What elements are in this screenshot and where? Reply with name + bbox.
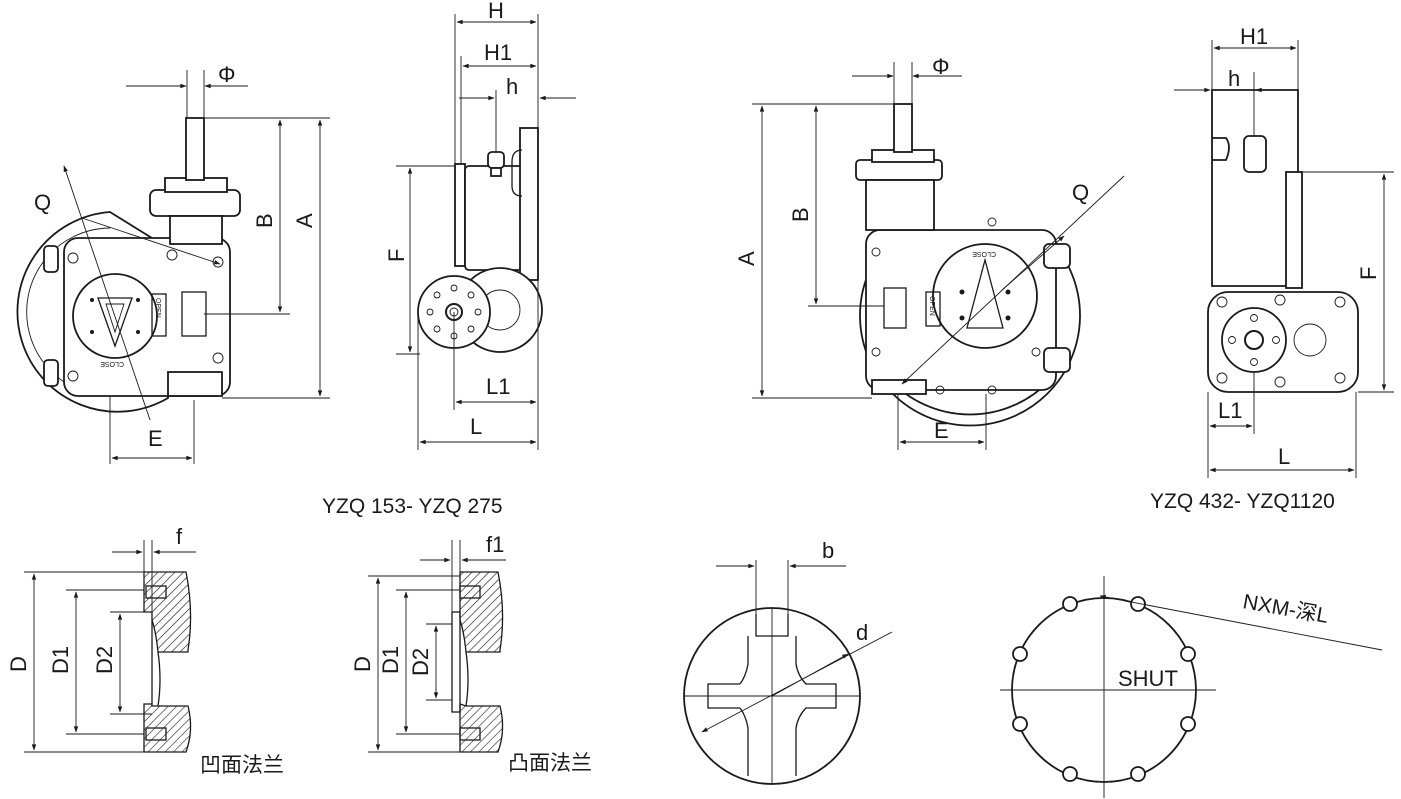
open-plate-large (925, 291, 941, 327)
dim-d2-convex-label: D2 (408, 648, 433, 676)
convex-flange: f1 D D1 D2 (350, 532, 506, 753)
open-plate (151, 293, 167, 337)
dim-e-large-label: E (934, 418, 949, 443)
large-front-view: OPEN CLOSE Φ B A Q E (734, 54, 1125, 450)
dim-f1-flange-label: f1 (486, 532, 504, 557)
dim-b-keyway-label: b (822, 538, 834, 563)
dim-l-label: L (470, 414, 482, 439)
dim-l-large-label: L (1278, 444, 1290, 469)
dim-e-label: E (148, 426, 163, 451)
open-mark-large: OPEN (928, 296, 935, 316)
open-mark: OPEN (154, 298, 161, 318)
large-series-caption: YZQ 432- YZQ1120 (1150, 490, 1335, 513)
keyway-section: b d (683, 538, 893, 785)
small-front-body (16, 117, 241, 413)
dim-d-convex-label: D (350, 656, 375, 672)
small-side-body (417, 127, 543, 353)
dim-d1-concave-label: D1 (48, 646, 73, 674)
dim-f-large-label: F (1356, 267, 1381, 280)
dim-f-flange-label: f (176, 524, 183, 549)
large-side-view: H1 h F L1 L (1174, 24, 1394, 478)
small-side-view: H H1 h F L1 L (384, 0, 576, 450)
large-side-body (1207, 89, 1359, 393)
dim-l1-large-label: L1 (1218, 398, 1242, 423)
close-mark: CLOSE (100, 360, 124, 367)
dim-h-small-large-label: h (1228, 66, 1240, 91)
dim-b-label: B (252, 213, 277, 228)
convex-flange-caption: 凸面法兰 (508, 751, 592, 775)
bolt-holes (1012, 596, 1196, 782)
concave-flange-caption: 凹面法兰 (200, 753, 284, 777)
dim-f-label: F (384, 249, 409, 262)
dim-d1-convex-label: D1 (378, 646, 403, 674)
close-mark-large: CLOSE (972, 250, 996, 257)
dim-q-label: Q (34, 190, 51, 215)
dim-l1-label: L1 (486, 374, 510, 399)
dim-d2-concave-label: D2 (92, 646, 117, 674)
dim-d-keyway-label: d (856, 620, 868, 645)
dim-a-large-label: A (734, 251, 759, 266)
concave-flange: f D D1 D2 (6, 524, 196, 753)
shut-label: SHUT (1118, 666, 1178, 691)
dim-h1-large-label: H1 (1240, 24, 1268, 49)
large-front-body (855, 103, 1081, 427)
dim-h1-label: H1 (484, 40, 512, 65)
dim-phi-large-label: Φ (932, 54, 950, 79)
dim-a-label: A (292, 213, 317, 228)
bolt-circle: SHUT NXM-深L (1000, 576, 1383, 798)
dim-b-large-label: B (788, 207, 813, 222)
dim-d-concave-label: D (6, 656, 31, 672)
small-front-view: OPEN CLOSE Φ B A Q E (16, 62, 330, 464)
thread-spec-label: NXM-深L (1241, 590, 1330, 628)
dim-h-label: H (488, 0, 504, 23)
small-series-caption: YZQ 153- YZQ 275 (322, 495, 503, 518)
dim-q-large-label: Q (1072, 180, 1089, 205)
dim-h-small-label: h (506, 74, 518, 99)
dim-phi-label: Φ (218, 62, 236, 87)
